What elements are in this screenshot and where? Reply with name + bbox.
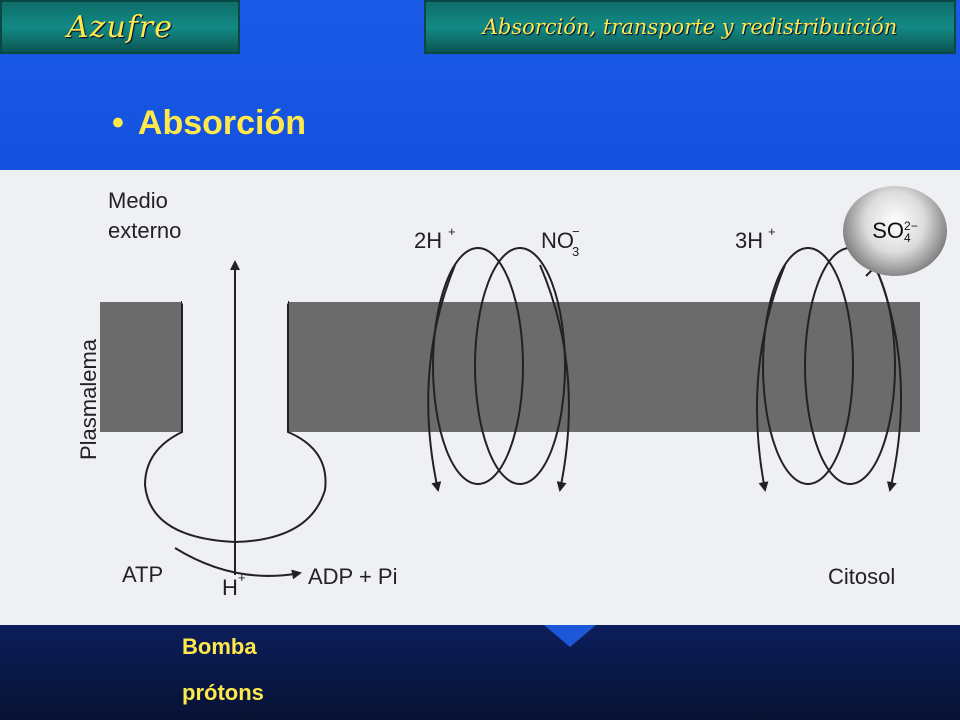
label-adp-pi: ADP + Pi (308, 564, 397, 589)
label-nitrate: NO 3 − (541, 224, 580, 259)
footer-label-protons: prótons (182, 680, 264, 705)
bullet-icon: • (112, 104, 124, 142)
heading-text: Absorción (137, 104, 307, 142)
sulfate-symporter-left (762, 247, 854, 485)
label-medio-line1: Medio (108, 188, 168, 213)
topic-title: Absorción, transporte y redistribuición (424, 0, 956, 54)
nitrate-symporter-left (432, 247, 524, 485)
svg-text:+: + (238, 570, 246, 585)
label-citosol: Citosol (828, 564, 895, 589)
label-3h-plus: 3H + (735, 224, 776, 253)
label-plasmalema: Plasmalema (76, 338, 101, 460)
slide-background-bottom (0, 625, 960, 720)
slide-pointer-icon (544, 625, 596, 647)
slide-heading: • Absorción (112, 104, 306, 143)
svg-text:−: − (572, 224, 580, 239)
svg-text:+: + (448, 224, 456, 239)
section-title: Azufre (0, 0, 240, 54)
svg-text:3: 3 (572, 244, 579, 259)
atp-hydrolysis-arrow (174, 547, 302, 580)
nitrate-arrow-right (539, 264, 570, 492)
label-medio-line2: externo (108, 218, 181, 243)
svg-text:3H: 3H (735, 228, 763, 253)
nitrate-arrow-left (427, 264, 456, 492)
label-atp: ATP (122, 562, 163, 587)
nitrate-symporter-right (474, 247, 566, 485)
footer-label-bomba: Bomba (182, 634, 257, 659)
sulfate-arrow-right (874, 264, 903, 492)
label-2h-plus: 2H + (414, 224, 456, 253)
membrane-transport-diagram: Medio externo Plasmalema 2H + NO 3 − 3H … (0, 170, 960, 625)
label-h-plus-pump: H + (222, 570, 246, 600)
sulfate-arrow-left (756, 264, 786, 492)
svg-text:H: H (222, 575, 238, 600)
svg-text:+: + (768, 224, 776, 239)
svg-text:2H: 2H (414, 228, 442, 253)
diagram-canvas: Medio externo Plasmalema 2H + NO 3 − 3H … (76, 188, 920, 600)
svg-text:NO: NO (541, 228, 574, 253)
